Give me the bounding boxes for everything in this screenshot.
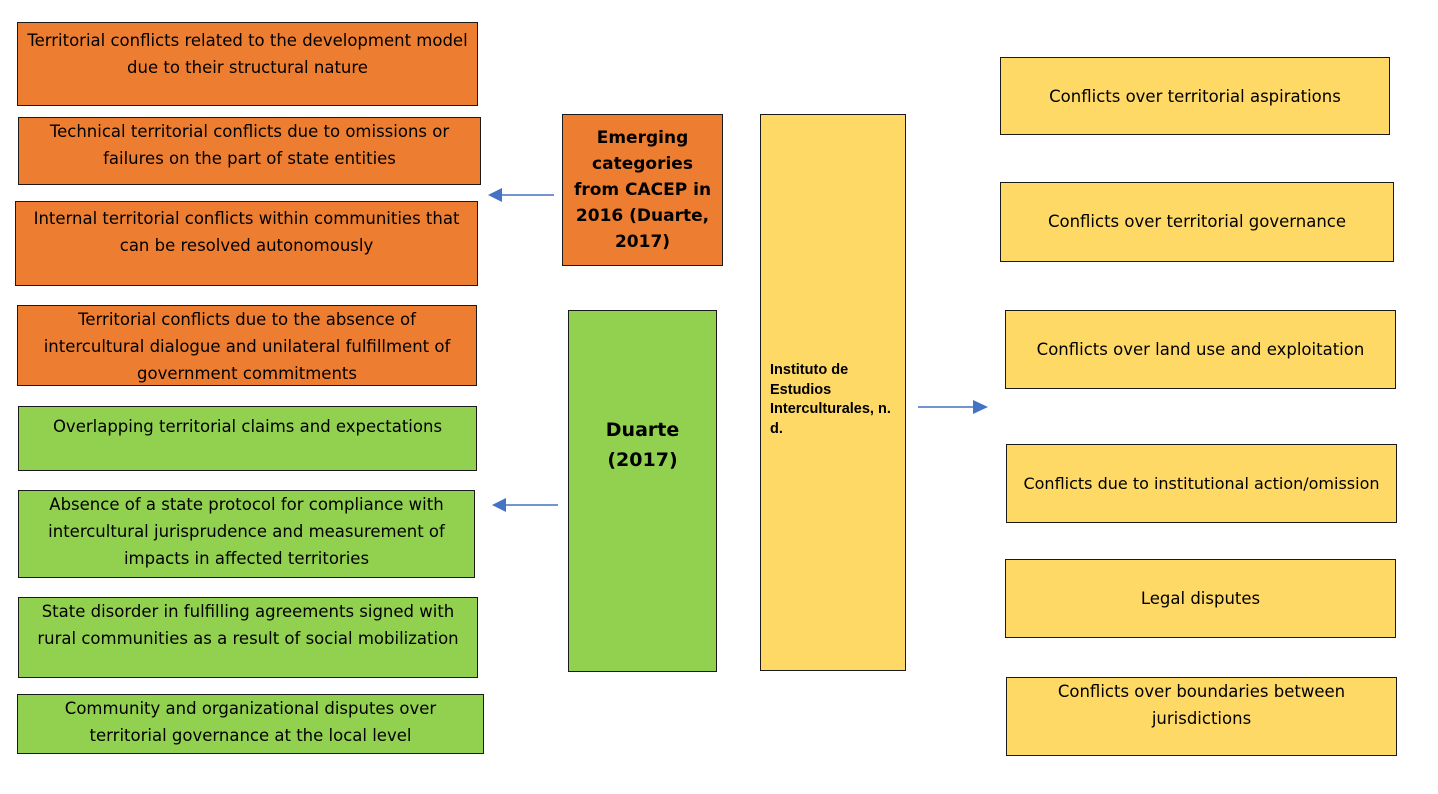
category-text: Conflicts over territorial aspirations [1049, 87, 1341, 106]
duarte-hub-label: Duarte (2017) [605, 419, 680, 471]
yellow-category-box: Conflicts over territorial aspirations [1000, 57, 1390, 135]
category-text: Internal territorial conflicts within co… [33, 209, 460, 255]
category-text: Conflicts over land use and exploitation [1036, 340, 1365, 359]
category-text: Conflicts due to institutional action/om… [1023, 474, 1380, 493]
orange-category-box: Technical territorial conflicts due to o… [18, 117, 481, 185]
yellow-category-box: Conflicts over boundaries between jurisd… [1006, 677, 1397, 756]
cacep-hub-label: Emerging categories from CACEP in 2016 (… [573, 128, 712, 252]
green-category-box: Overlapping territorial claims and expec… [18, 406, 477, 471]
category-text: Legal disputes [1140, 589, 1261, 608]
arrow-right-icon [918, 400, 988, 414]
green-category-box: Absence of a state protocol for complian… [18, 490, 475, 578]
yellow-category-box: Legal disputes [1005, 559, 1396, 638]
category-text: Absence of a state protocol for complian… [48, 495, 445, 568]
category-text: Territorial conflicts related to the dev… [27, 31, 468, 77]
instituto-hub-label: Instituto de Estudios Interculturales, n… [770, 362, 891, 437]
yellow-category-box: Conflicts over land use and exploitation [1005, 310, 1396, 389]
instituto-hub-box: Instituto de Estudios Interculturales, n… [760, 114, 906, 671]
duarte-hub-box: Duarte (2017) [568, 310, 717, 672]
yellow-category-box: Conflicts over territorial governance [1000, 182, 1394, 262]
green-category-box: Community and organizational disputes ov… [17, 694, 484, 754]
category-text: State disorder in fulfilling agreements … [37, 602, 459, 648]
category-text: Community and organizational disputes ov… [64, 699, 437, 745]
category-text: Conflicts over territorial governance [1047, 212, 1347, 231]
orange-category-box: Territorial conflicts related to the dev… [17, 22, 478, 106]
orange-category-box: Territorial conflicts due to the absence… [17, 305, 477, 386]
category-text: Territorial conflicts due to the absence… [43, 310, 451, 383]
orange-category-box: Internal territorial conflicts within co… [15, 201, 478, 286]
category-text: Technical territorial conflicts due to o… [49, 122, 450, 168]
arrow-left-icon [492, 498, 558, 512]
category-text: Conflicts over boundaries between jurisd… [1057, 682, 1346, 728]
cacep-hub-box: Emerging categories from CACEP in 2016 (… [562, 114, 723, 266]
category-text: Overlapping territorial claims and expec… [52, 417, 443, 436]
yellow-category-box: Conflicts due to institutional action/om… [1006, 444, 1397, 523]
green-category-box: State disorder in fulfilling agreements … [18, 597, 478, 678]
arrow-left-icon [488, 188, 554, 202]
